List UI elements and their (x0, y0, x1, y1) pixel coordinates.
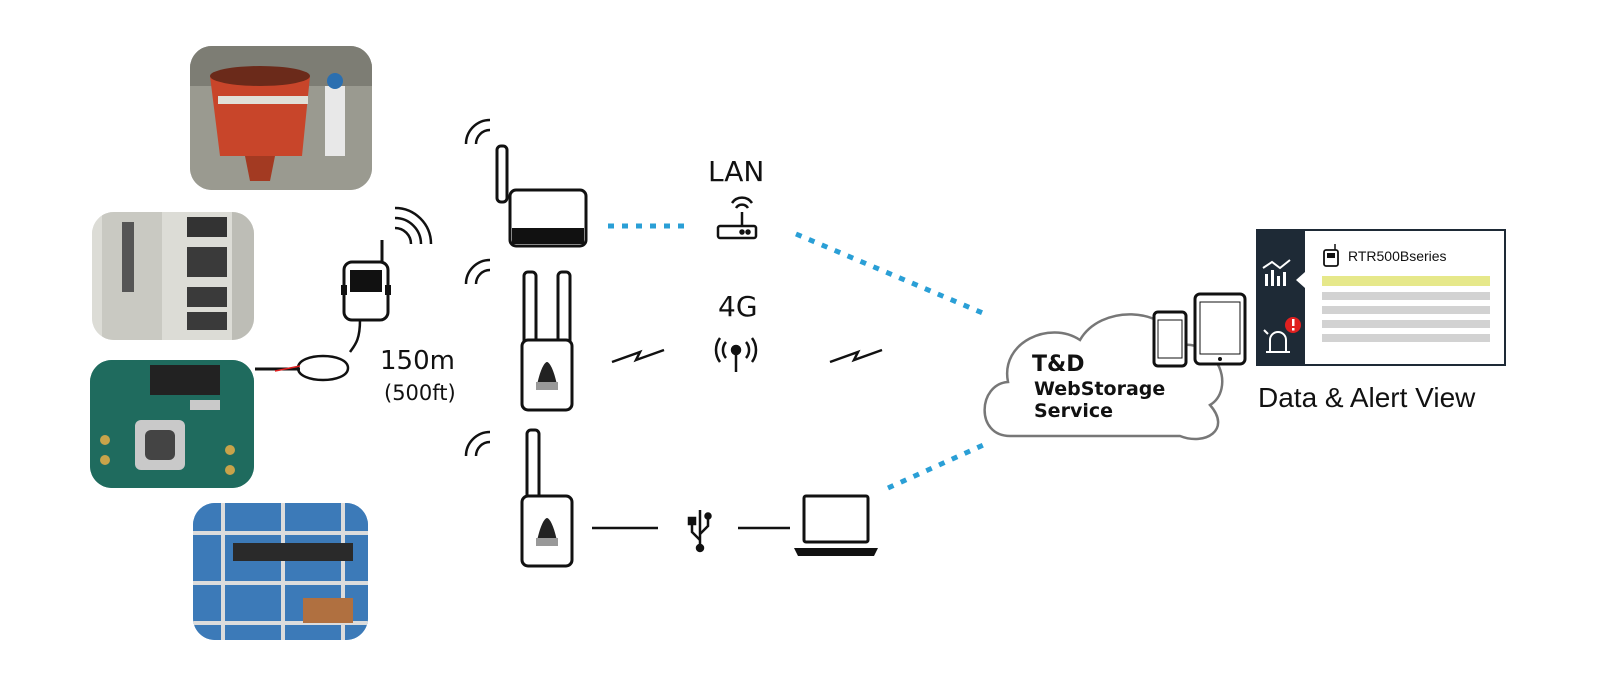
alarm-icon (1263, 317, 1301, 353)
cellular-label: 4G (718, 290, 758, 323)
cloud-subtitle-1: WebStorage (1034, 378, 1166, 400)
cellular-wireless-link-left (611, 348, 665, 364)
data-logger-device (341, 240, 391, 353)
electrical-panel-photo (92, 212, 254, 340)
usb-icon (687, 510, 712, 553)
cloud-title: T&D (1032, 352, 1085, 377)
scaffolding-photo (193, 503, 368, 640)
cell-tower-icon (714, 337, 758, 372)
lan-station-wifi-icon (464, 118, 491, 145)
lan-label: LAN (708, 155, 765, 188)
cloud-subtitle-2: Service (1034, 400, 1113, 422)
router-cloud-dotted-link (795, 231, 986, 317)
cellular-wireless-link-right (829, 348, 883, 364)
chart-icon (1262, 259, 1291, 286)
cellular-base-station (520, 270, 574, 412)
laptop-cloud-dotted-link (886, 439, 992, 491)
range-distance: 150m (380, 346, 455, 376)
dashboard-panel (1256, 229, 1506, 366)
range-distance-imperial: (500ft) (384, 381, 456, 405)
tablet-icon (1193, 292, 1247, 366)
smartphone-icon (1152, 310, 1188, 368)
highlight-row (1322, 276, 1490, 286)
usb-base-station (520, 428, 574, 568)
circuit-board-photo (90, 360, 254, 488)
temperature-sensor (255, 354, 350, 382)
concrete-bucket-photo (190, 46, 372, 190)
router-icon (716, 196, 758, 240)
laptop-icon (794, 494, 878, 556)
logger-wifi-icon (394, 206, 433, 245)
lan-base-station (495, 144, 588, 248)
dashboard-caption: Data & Alert View (1258, 382, 1476, 413)
cellular-station-wifi-icon (464, 258, 491, 285)
logger-small-icon (1323, 244, 1339, 267)
dashboard-device-name: RTR500Bseries (1348, 248, 1447, 264)
usb-station-wifi-icon (464, 430, 491, 457)
